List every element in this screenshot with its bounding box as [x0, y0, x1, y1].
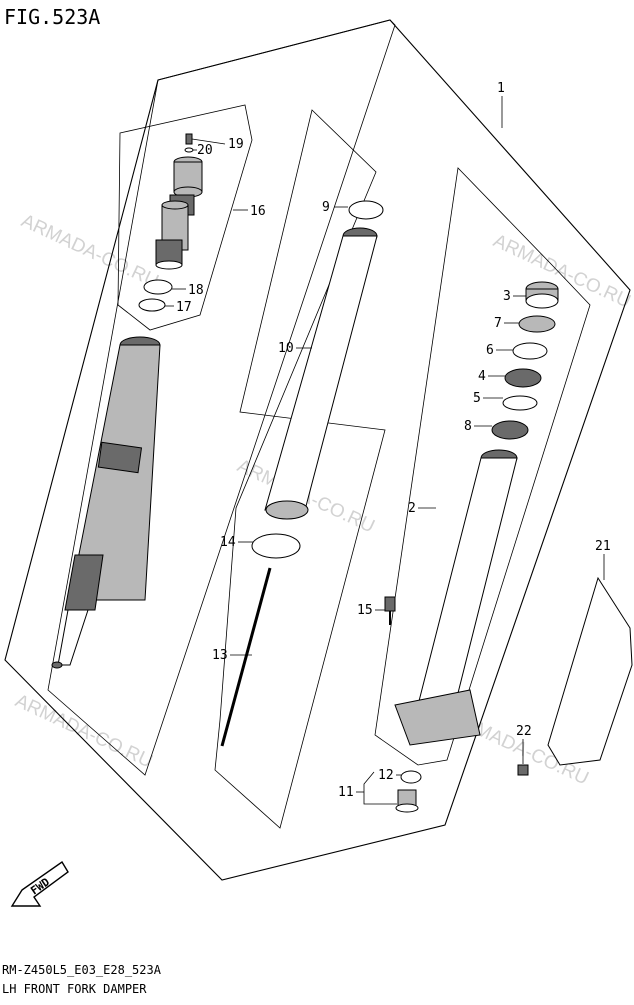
- callout-5: 5: [473, 391, 481, 406]
- part-22-bolt: [517, 764, 529, 776]
- middle-panel: [214, 109, 386, 829]
- callout-7: 7: [494, 316, 502, 331]
- callout-21: 21: [595, 539, 611, 554]
- callout-9: 9: [322, 200, 330, 215]
- part-13-rod: [220, 567, 272, 747]
- part-20-washer: [184, 147, 194, 153]
- callout-16: 16: [250, 204, 266, 219]
- callout-11: 11: [338, 785, 354, 800]
- part-9-ring: [348, 200, 384, 220]
- cartridge-body: [51, 336, 161, 669]
- callout-15: 15: [357, 603, 373, 618]
- part-18-ring: [143, 279, 173, 295]
- callout-3: 3: [503, 289, 511, 304]
- figure-title: FIG.523A: [4, 5, 100, 29]
- inset-16-panel: [117, 104, 253, 331]
- figure-caption: LH FRONT FORK DAMPER: [2, 982, 147, 996]
- part-2-outer-tube: [394, 449, 518, 746]
- watermark: ARMADA-CO.RU: [12, 690, 156, 772]
- part-3-bushing: [525, 281, 559, 309]
- watermark: ARMADA-CO.RU: [18, 210, 162, 292]
- part-16-cartridge-head: [155, 156, 203, 270]
- part-5-clip: [502, 395, 538, 411]
- callout-17: 17: [176, 300, 192, 315]
- callout-6: 6: [486, 343, 494, 358]
- callout-2: 2: [408, 501, 416, 516]
- part-12-o-ring: [400, 770, 422, 784]
- callouts: 1 19 20 16 18 17 9 10 14 13 3 7 6: [165, 81, 611, 805]
- callout-1: 1: [497, 81, 505, 96]
- part-8-dust-seal: [491, 420, 529, 440]
- part-14-ring: [251, 533, 301, 559]
- callout-19: 19: [228, 137, 244, 152]
- callout-22: 22: [516, 724, 532, 739]
- part-6-washer: [512, 342, 548, 360]
- callout-4: 4: [478, 369, 486, 384]
- callout-18: 18: [188, 283, 204, 298]
- part-17-ring: [138, 298, 166, 312]
- outer-tube-panel: [374, 167, 591, 766]
- part-10-inner-tube: [264, 227, 378, 520]
- part-19-screw: [185, 133, 193, 145]
- callout-10: 10: [278, 341, 294, 356]
- callout-8: 8: [464, 419, 472, 434]
- fwd-arrow-icon: FWD: [10, 860, 69, 907]
- callout-12: 12: [378, 768, 394, 783]
- part-4-oil-seal: [504, 368, 542, 388]
- part-15-bolt: [384, 596, 396, 625]
- cartridge-panel: [47, 19, 396, 776]
- part-11-valve: [395, 789, 419, 813]
- watermark: ARMADA-CO.RU: [490, 230, 634, 312]
- callout-13: 13: [212, 648, 228, 663]
- figure-code: RM-Z450L5_E03_E28_523A: [2, 963, 162, 977]
- part-7-bushing: [518, 315, 556, 333]
- part-21-guard: [547, 576, 633, 766]
- callout-20: 20: [197, 143, 213, 158]
- callout-14: 14: [220, 535, 236, 550]
